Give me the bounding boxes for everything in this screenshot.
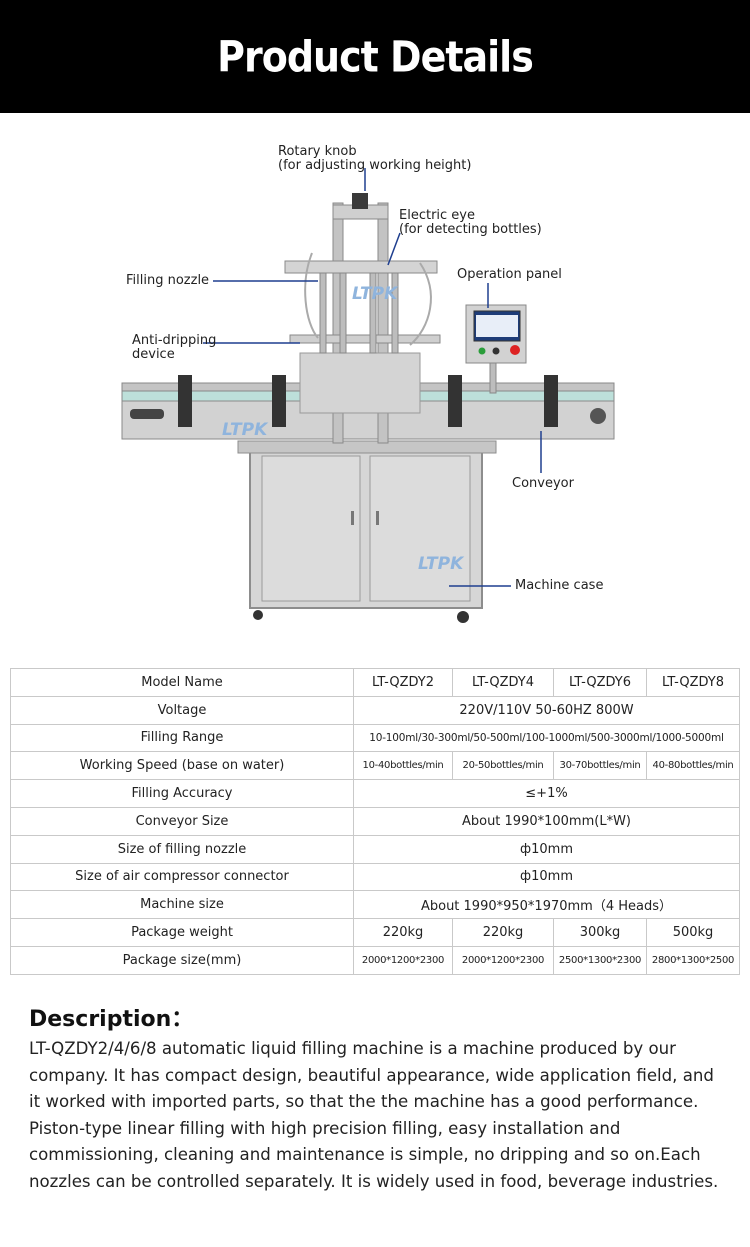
table-row: Conveyor Size About 1990*100mm(L*W) xyxy=(10,806,740,836)
watermark-left: LTPK xyxy=(222,420,269,440)
spec-value: 2000*1200*2300 xyxy=(452,945,554,975)
callout-operation-panel: Operation panel xyxy=(457,267,562,282)
header-banner: Product Details xyxy=(0,0,750,113)
callout-anti-dripping: Anti-dripping device xyxy=(132,333,217,362)
spec-value: 40-80bottles/min xyxy=(646,751,740,781)
description-body: LT-QZDY2/4/6/8 automatic liquid filling … xyxy=(29,1039,719,1191)
table-row: Machine size About 1990*950*1970mm（4 Hea… xyxy=(10,890,740,920)
spec-value: LT-QZDY8 xyxy=(646,668,740,697)
spec-value: 20-50bottles/min xyxy=(452,751,554,781)
page-title: Product Details xyxy=(217,31,534,82)
spec-value: 2500*1300*2300 xyxy=(553,945,647,975)
machine-illustration: LTPK LTPK LTPK xyxy=(121,168,615,623)
spec-value: 30-70bottles/min xyxy=(553,751,647,781)
spec-value: LT-QZDY4 xyxy=(452,668,554,697)
spec-value: 10-100ml/30-300ml/50-500ml/100-1000ml/50… xyxy=(353,723,740,753)
spec-value: ф10mm xyxy=(353,862,740,892)
spec-label: Machine size xyxy=(10,890,354,920)
spec-value: LT-QZDY6 xyxy=(553,668,647,697)
description-title: Description： xyxy=(29,1007,194,1032)
spec-value: 220kg xyxy=(353,918,453,947)
spec-value: About 1990*950*1970mm（4 Heads） xyxy=(353,890,740,920)
callout-filling-nozzle: Filling nozzle xyxy=(126,273,210,288)
callout-electric-eye: Electric eye (for detecting bottles) xyxy=(399,208,542,237)
spec-label: Package weight xyxy=(10,918,354,947)
table-row: Size of air compressor connector ф10mm xyxy=(10,862,740,892)
spec-value: 2800*1300*2500 xyxy=(646,945,740,975)
spec-value: 220kg xyxy=(452,918,554,947)
spec-label: Package size(mm) xyxy=(10,945,354,975)
table-row: Size of filling nozzle ф10mm xyxy=(10,834,740,864)
spec-label: Filling Range xyxy=(10,723,354,753)
spec-value: ф10mm xyxy=(353,834,740,864)
watermark-case: LTPK xyxy=(418,554,465,574)
specs-table: Model Name LT-QZDY2 LT-QZDY4 LT-QZDY6 LT… xyxy=(10,668,740,975)
watermark-top: LTPK xyxy=(352,284,399,304)
spec-value: About 1990*100mm(L*W) xyxy=(353,806,740,836)
spec-label: Filling Accuracy xyxy=(10,779,354,808)
table-row: Working Speed (base on water) 10-40bottl… xyxy=(10,751,740,781)
spec-label: Conveyor Size xyxy=(10,806,354,836)
spec-label: Size of filling nozzle xyxy=(10,834,354,864)
spec-value: LT-QZDY2 xyxy=(353,668,453,697)
table-row: Model Name LT-QZDY2 LT-QZDY4 LT-QZDY6 LT… xyxy=(10,668,740,697)
table-row: Package weight 220kg 220kg 300kg 500kg xyxy=(10,918,740,947)
callout-rotary-knob: Rotary knob (for adjusting working heigh… xyxy=(278,144,472,173)
table-row: Filling Range 10-100ml/30-300ml/50-500ml… xyxy=(10,723,740,753)
spec-value: 300kg xyxy=(553,918,647,947)
spec-label: Voltage xyxy=(10,695,354,725)
product-figure: LTPK LTPK LTPK Rotary knob (for adjustin… xyxy=(0,113,750,653)
spec-value: ≤+1% xyxy=(353,779,740,808)
spec-label: Working Speed (base on water) xyxy=(10,751,354,781)
table-row: Voltage 220V/110V 50-60HZ 800W xyxy=(10,695,740,725)
callout-machine-case: Machine case xyxy=(515,578,604,593)
spec-value: 220V/110V 50-60HZ 800W xyxy=(353,695,740,725)
table-row: Package size(mm) 2000*1200*2300 2000*120… xyxy=(10,945,740,975)
callout-conveyor: Conveyor xyxy=(512,476,574,491)
spec-value: 10-40bottles/min xyxy=(353,751,453,781)
spec-value: 2000*1200*2300 xyxy=(353,945,453,975)
spec-label: Size of air compressor connector xyxy=(10,862,354,892)
spec-value: 500kg xyxy=(646,918,740,947)
table-row: Filling Accuracy ≤+1% xyxy=(10,779,740,808)
spec-label: Model Name xyxy=(10,668,354,697)
